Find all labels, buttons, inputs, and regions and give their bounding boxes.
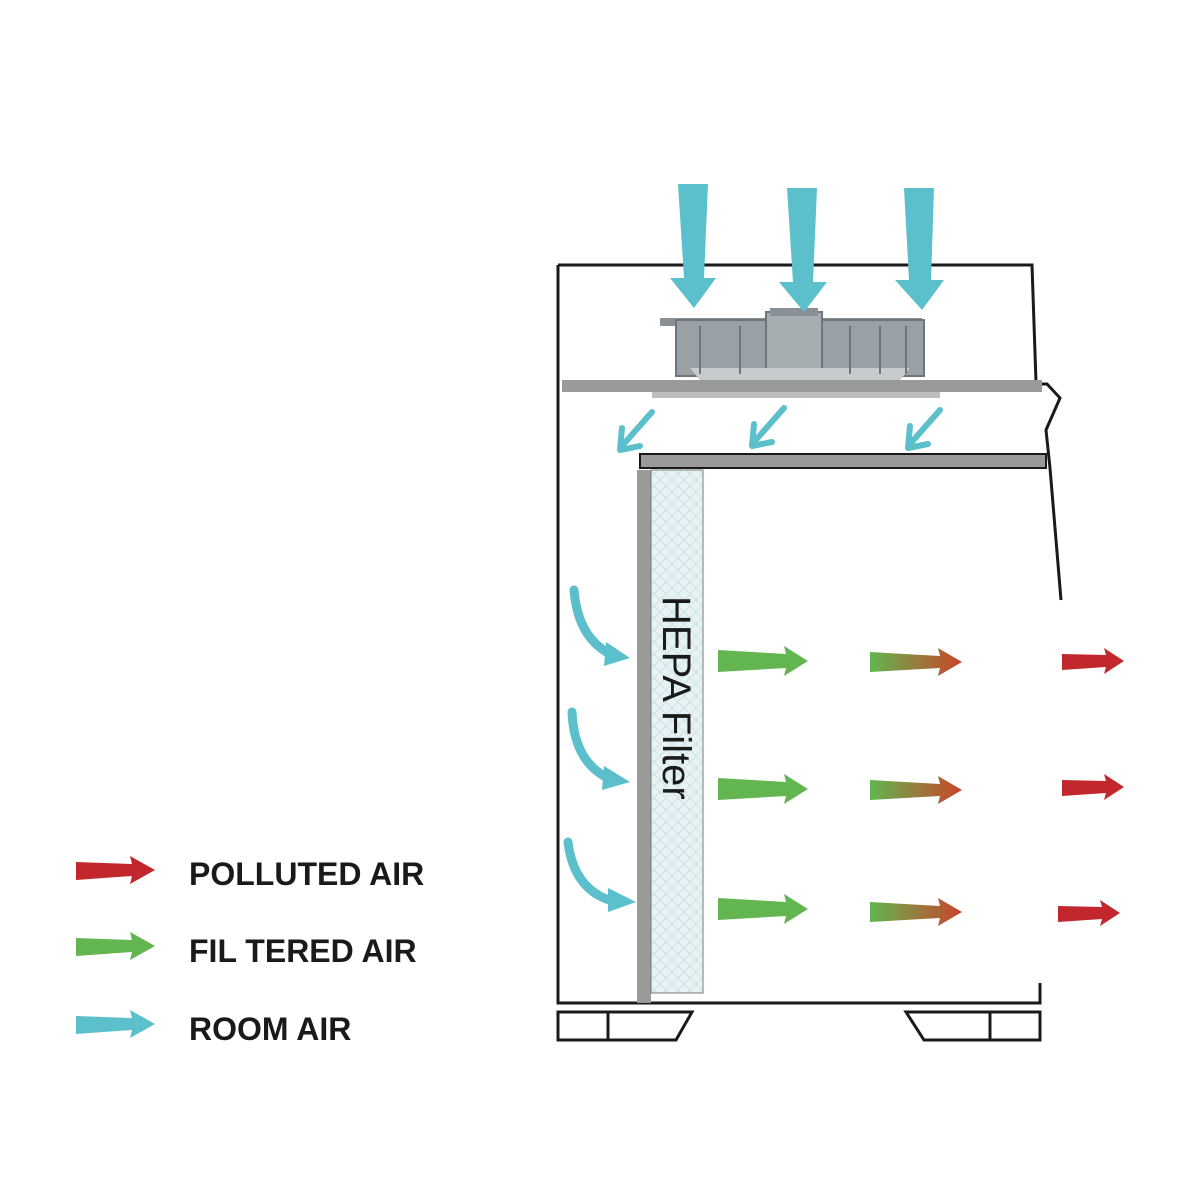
hepa-filter-media bbox=[650, 469, 704, 994]
blower-fan-unit bbox=[660, 308, 925, 380]
legend-label-filtered: FIL TERED AIR bbox=[189, 933, 417, 969]
room-air-arrow bbox=[905, 407, 943, 451]
room-air-arrow bbox=[569, 585, 630, 666]
room-air-arrow bbox=[895, 188, 944, 310]
polluted-air-legend-arrow bbox=[76, 856, 155, 884]
legend-item-room: ROOM AIR bbox=[76, 1010, 351, 1047]
room-air-arrow bbox=[617, 409, 655, 453]
plenum-panel bbox=[639, 453, 1047, 469]
fan-deck-plate bbox=[562, 380, 1042, 392]
room-air-arrow bbox=[779, 188, 827, 312]
transition-air-arrow bbox=[870, 898, 962, 926]
room-air-arrow bbox=[670, 184, 716, 308]
filtered-air-arrow bbox=[718, 774, 808, 804]
hepa-filter-label: HEPA Filter bbox=[654, 596, 698, 800]
polluted-air-arrow bbox=[1062, 774, 1124, 800]
cabinet-body bbox=[556, 263, 1063, 1005]
transition-air-arrow bbox=[870, 648, 962, 676]
fan-deck-bracket bbox=[652, 392, 940, 398]
filtered-air-arrows bbox=[718, 646, 808, 924]
legend-label-room: ROOM AIR bbox=[189, 1011, 351, 1047]
filtered-air-arrow bbox=[718, 646, 808, 676]
legend-label-polluted: POLLUTED AIR bbox=[189, 856, 424, 892]
transition-air-arrow bbox=[870, 776, 962, 804]
polluted-air-arrow bbox=[1062, 648, 1124, 674]
room-air-arrow bbox=[563, 837, 636, 912]
cabinet-foot-left bbox=[556, 1010, 695, 1042]
room-air-curved-arrows bbox=[563, 585, 636, 912]
room-air-arrow bbox=[749, 405, 787, 449]
polluted-air-arrows bbox=[1058, 648, 1124, 926]
hepa-filter-frame bbox=[637, 470, 651, 1003]
room-air-legend-arrow bbox=[76, 1010, 155, 1038]
room-air-diffusion-arrows bbox=[617, 405, 943, 453]
room-air-intake-arrows bbox=[670, 184, 944, 312]
legend-item-polluted: POLLUTED AIR bbox=[76, 856, 424, 892]
polluted-air-arrow bbox=[1058, 900, 1120, 926]
legend-item-filtered: FIL TERED AIR bbox=[76, 932, 417, 969]
transition-air-arrows bbox=[870, 648, 962, 926]
legend: POLLUTED AIR FIL TERED AIR ROOM AIR bbox=[76, 856, 424, 1047]
filtered-air-legend-arrow bbox=[76, 932, 155, 960]
room-air-arrow bbox=[567, 707, 630, 790]
filtered-air-arrow bbox=[718, 894, 808, 924]
cabinet-foot-right bbox=[903, 1010, 1042, 1042]
